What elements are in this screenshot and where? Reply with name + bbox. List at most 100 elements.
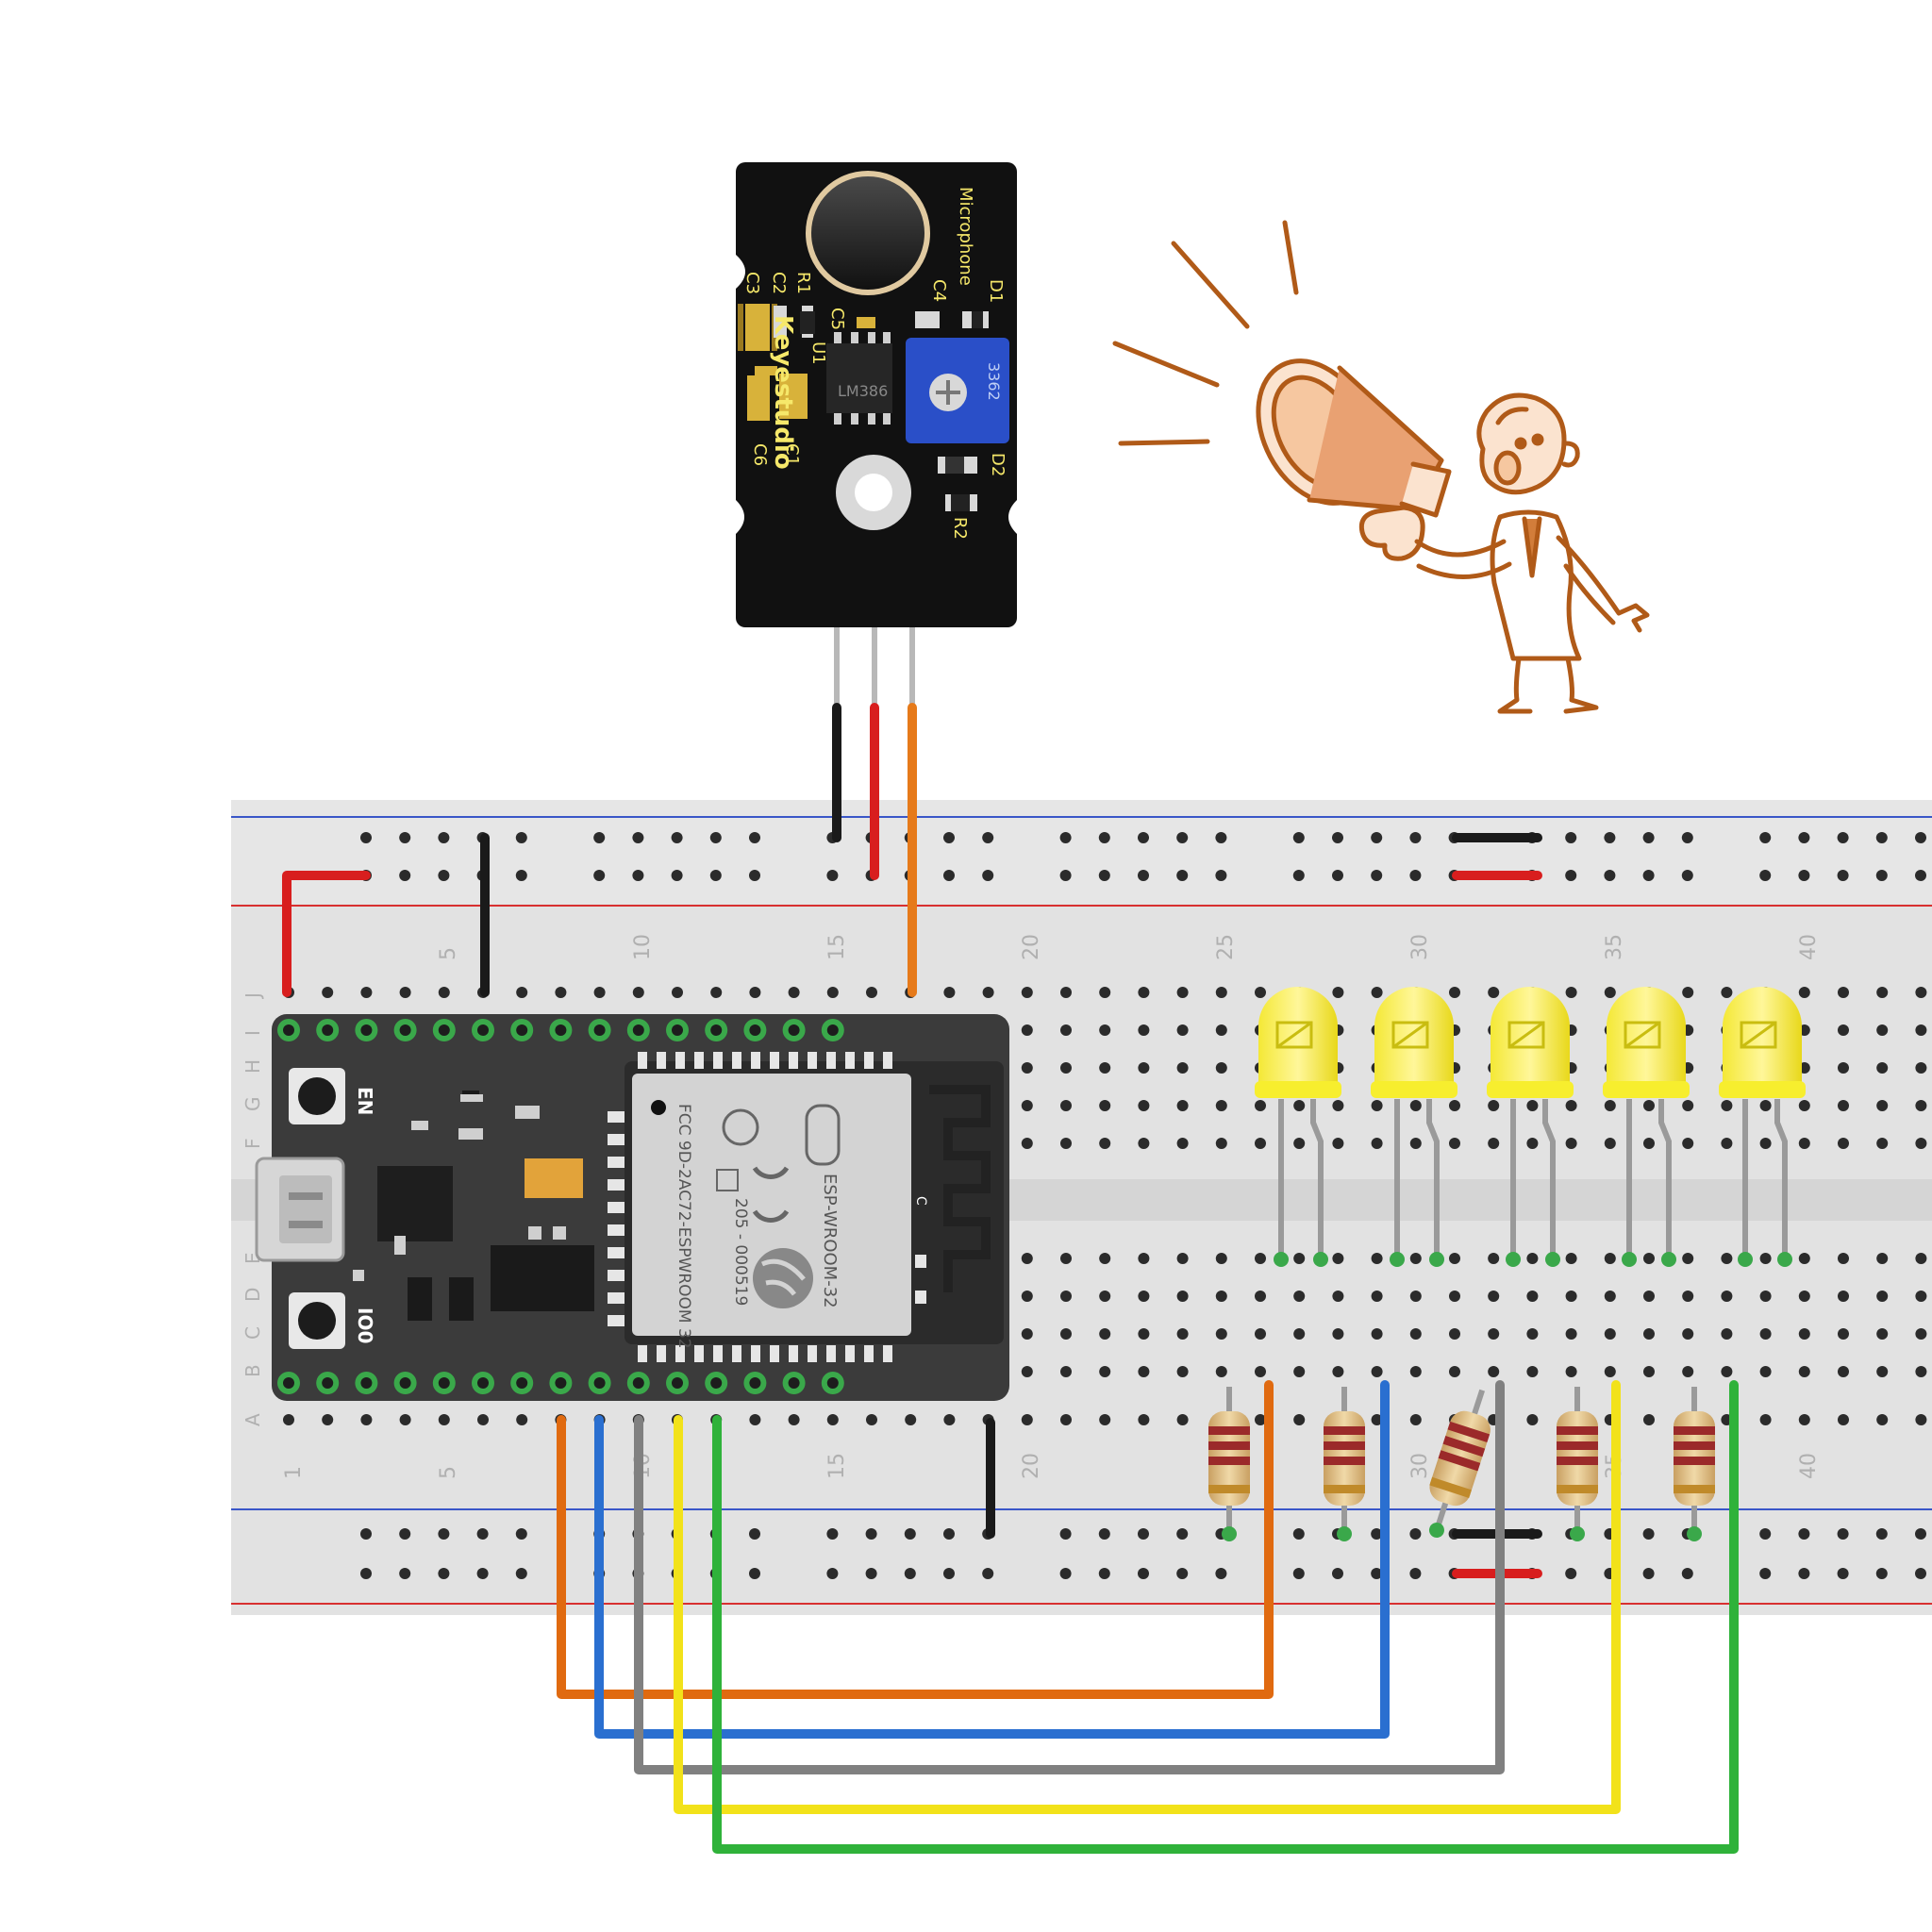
breadboard-hole — [943, 1414, 956, 1425]
row-label: D — [242, 1288, 264, 1302]
rail-hole — [865, 1528, 877, 1540]
breadboard-hole — [1176, 987, 1189, 998]
breadboard-hole — [1876, 1291, 1889, 1302]
en-button[interactable] — [289, 1068, 345, 1124]
wroom-pad — [808, 1345, 817, 1362]
breadboard-hole — [1876, 1414, 1889, 1425]
breadboard-hole — [1526, 1291, 1539, 1302]
wroom-pad — [638, 1345, 647, 1362]
breadboard-hole — [1099, 987, 1111, 998]
breadboard-hole — [1332, 1100, 1344, 1111]
breadboard-hole — [593, 987, 606, 998]
resistor — [1557, 1387, 1598, 1541]
rail-hole — [1332, 832, 1343, 843]
breadboard-hole — [943, 987, 956, 998]
wroom-pad — [638, 1052, 647, 1069]
breadboard-hole — [1798, 1291, 1810, 1302]
breadboard-hole — [1176, 1024, 1189, 1036]
rail-hole — [1059, 1528, 1072, 1540]
breadboard-hole — [1099, 1100, 1111, 1111]
breadboard-hole — [1838, 1062, 1849, 1074]
breadboard-hole — [1915, 1024, 1927, 1036]
col-label: 30 — [1408, 1453, 1432, 1479]
esp32-pins-top — [277, 1019, 844, 1041]
wroom-pad — [826, 1345, 836, 1362]
breadboard-hole — [1176, 1138, 1189, 1149]
rail-hole — [360, 1528, 372, 1540]
breadboard-hole — [1759, 1291, 1772, 1302]
breadboard-hole — [1060, 1024, 1072, 1036]
rail-hole — [399, 832, 411, 843]
rail-hole — [1642, 1528, 1655, 1540]
wroom-pad — [608, 1179, 625, 1191]
microphone-module: 3362 LM386 Microphone Keyestudio — [736, 162, 1017, 708]
esp32-pin-hole — [283, 1377, 294, 1389]
rail-hole — [1604, 832, 1616, 843]
rail-hole — [982, 832, 994, 843]
breadboard-hole — [322, 987, 334, 998]
breadboard-hole — [1643, 1138, 1655, 1149]
col-label: 1 — [282, 1466, 306, 1479]
breadboard-hole — [1099, 1291, 1111, 1302]
breadboard-hole — [1526, 1328, 1539, 1340]
breadboard-hole — [1682, 1253, 1694, 1264]
row-label: G — [242, 1097, 264, 1112]
rail-hole — [943, 832, 955, 843]
fcc-id: FCC 9D-2AC72-ESPWROOM 32 — [675, 1104, 693, 1349]
breadboard-hole — [1099, 1366, 1111, 1377]
lm386-chip — [826, 343, 892, 413]
rail-hole — [399, 1528, 411, 1540]
breadboard-hole — [905, 1414, 917, 1425]
rail-hole — [1837, 870, 1849, 881]
breadboard-hole — [1798, 1366, 1810, 1377]
row-labels: J I H G F E D C B A — [242, 992, 264, 1426]
rail-hole — [1292, 1528, 1305, 1540]
mic-title: Microphone — [956, 187, 975, 286]
rail-hole — [1176, 1568, 1189, 1579]
breadboard-hole — [1643, 1366, 1655, 1377]
breadboard-hole — [1332, 1138, 1344, 1149]
col-label: 25 — [1214, 934, 1238, 960]
breadboard-hole — [1721, 1100, 1733, 1111]
breadboard-hole — [1798, 1253, 1810, 1264]
wire-green-led5 — [712, 1380, 1739, 1854]
breadboard-hole — [1838, 1138, 1849, 1149]
breadboard-hole — [1021, 1291, 1033, 1302]
breadboard-hole — [1915, 1366, 1927, 1377]
rail-hole — [476, 1568, 489, 1579]
breadboard-hole — [1449, 1328, 1460, 1340]
wroom-pad — [713, 1345, 723, 1362]
breadboard-hole — [1838, 1291, 1849, 1302]
rail-hole — [438, 1528, 450, 1540]
breadboard-hole — [1255, 1138, 1266, 1149]
column-labels-top: 5 10 15 20 25 30 35 40 — [437, 934, 1821, 960]
breadboard-hole — [1138, 1291, 1150, 1302]
breadboard-hole — [360, 987, 373, 998]
rail-hole — [1138, 832, 1149, 843]
rail-hole — [1292, 1568, 1305, 1579]
rail-hole — [1915, 1528, 1926, 1540]
breadboard-hole — [1021, 1328, 1033, 1340]
io0-button[interactable] — [289, 1292, 345, 1349]
breadboard-hole — [1060, 1138, 1072, 1149]
wroom-pad — [732, 1345, 741, 1362]
esp32-pins-bottom — [277, 1372, 844, 1394]
esp32-pin-hole — [399, 1377, 411, 1389]
breadboard-hole — [1604, 1100, 1616, 1111]
breadboard-hole — [1021, 987, 1033, 998]
breadboard-hole — [283, 1414, 294, 1425]
resistor-array — [1208, 1387, 1715, 1541]
rail-hole — [438, 870, 450, 881]
led-yellow — [1255, 987, 1341, 1267]
esp32-board: EN IO0 C — [255, 1014, 1009, 1401]
breadboard-hole — [1488, 1366, 1500, 1377]
esp32-pin-hole — [360, 1024, 373, 1036]
breadboard-hole — [1565, 1366, 1577, 1377]
breadboard-hole — [1565, 1138, 1577, 1149]
rail-hole — [438, 1568, 450, 1579]
breadboard-hole — [1021, 1138, 1033, 1149]
breadboard-hole — [1176, 1328, 1189, 1340]
part-label-r1: R1 — [793, 272, 813, 294]
rail-hole — [1292, 870, 1305, 881]
rail-hole — [1371, 1568, 1383, 1579]
